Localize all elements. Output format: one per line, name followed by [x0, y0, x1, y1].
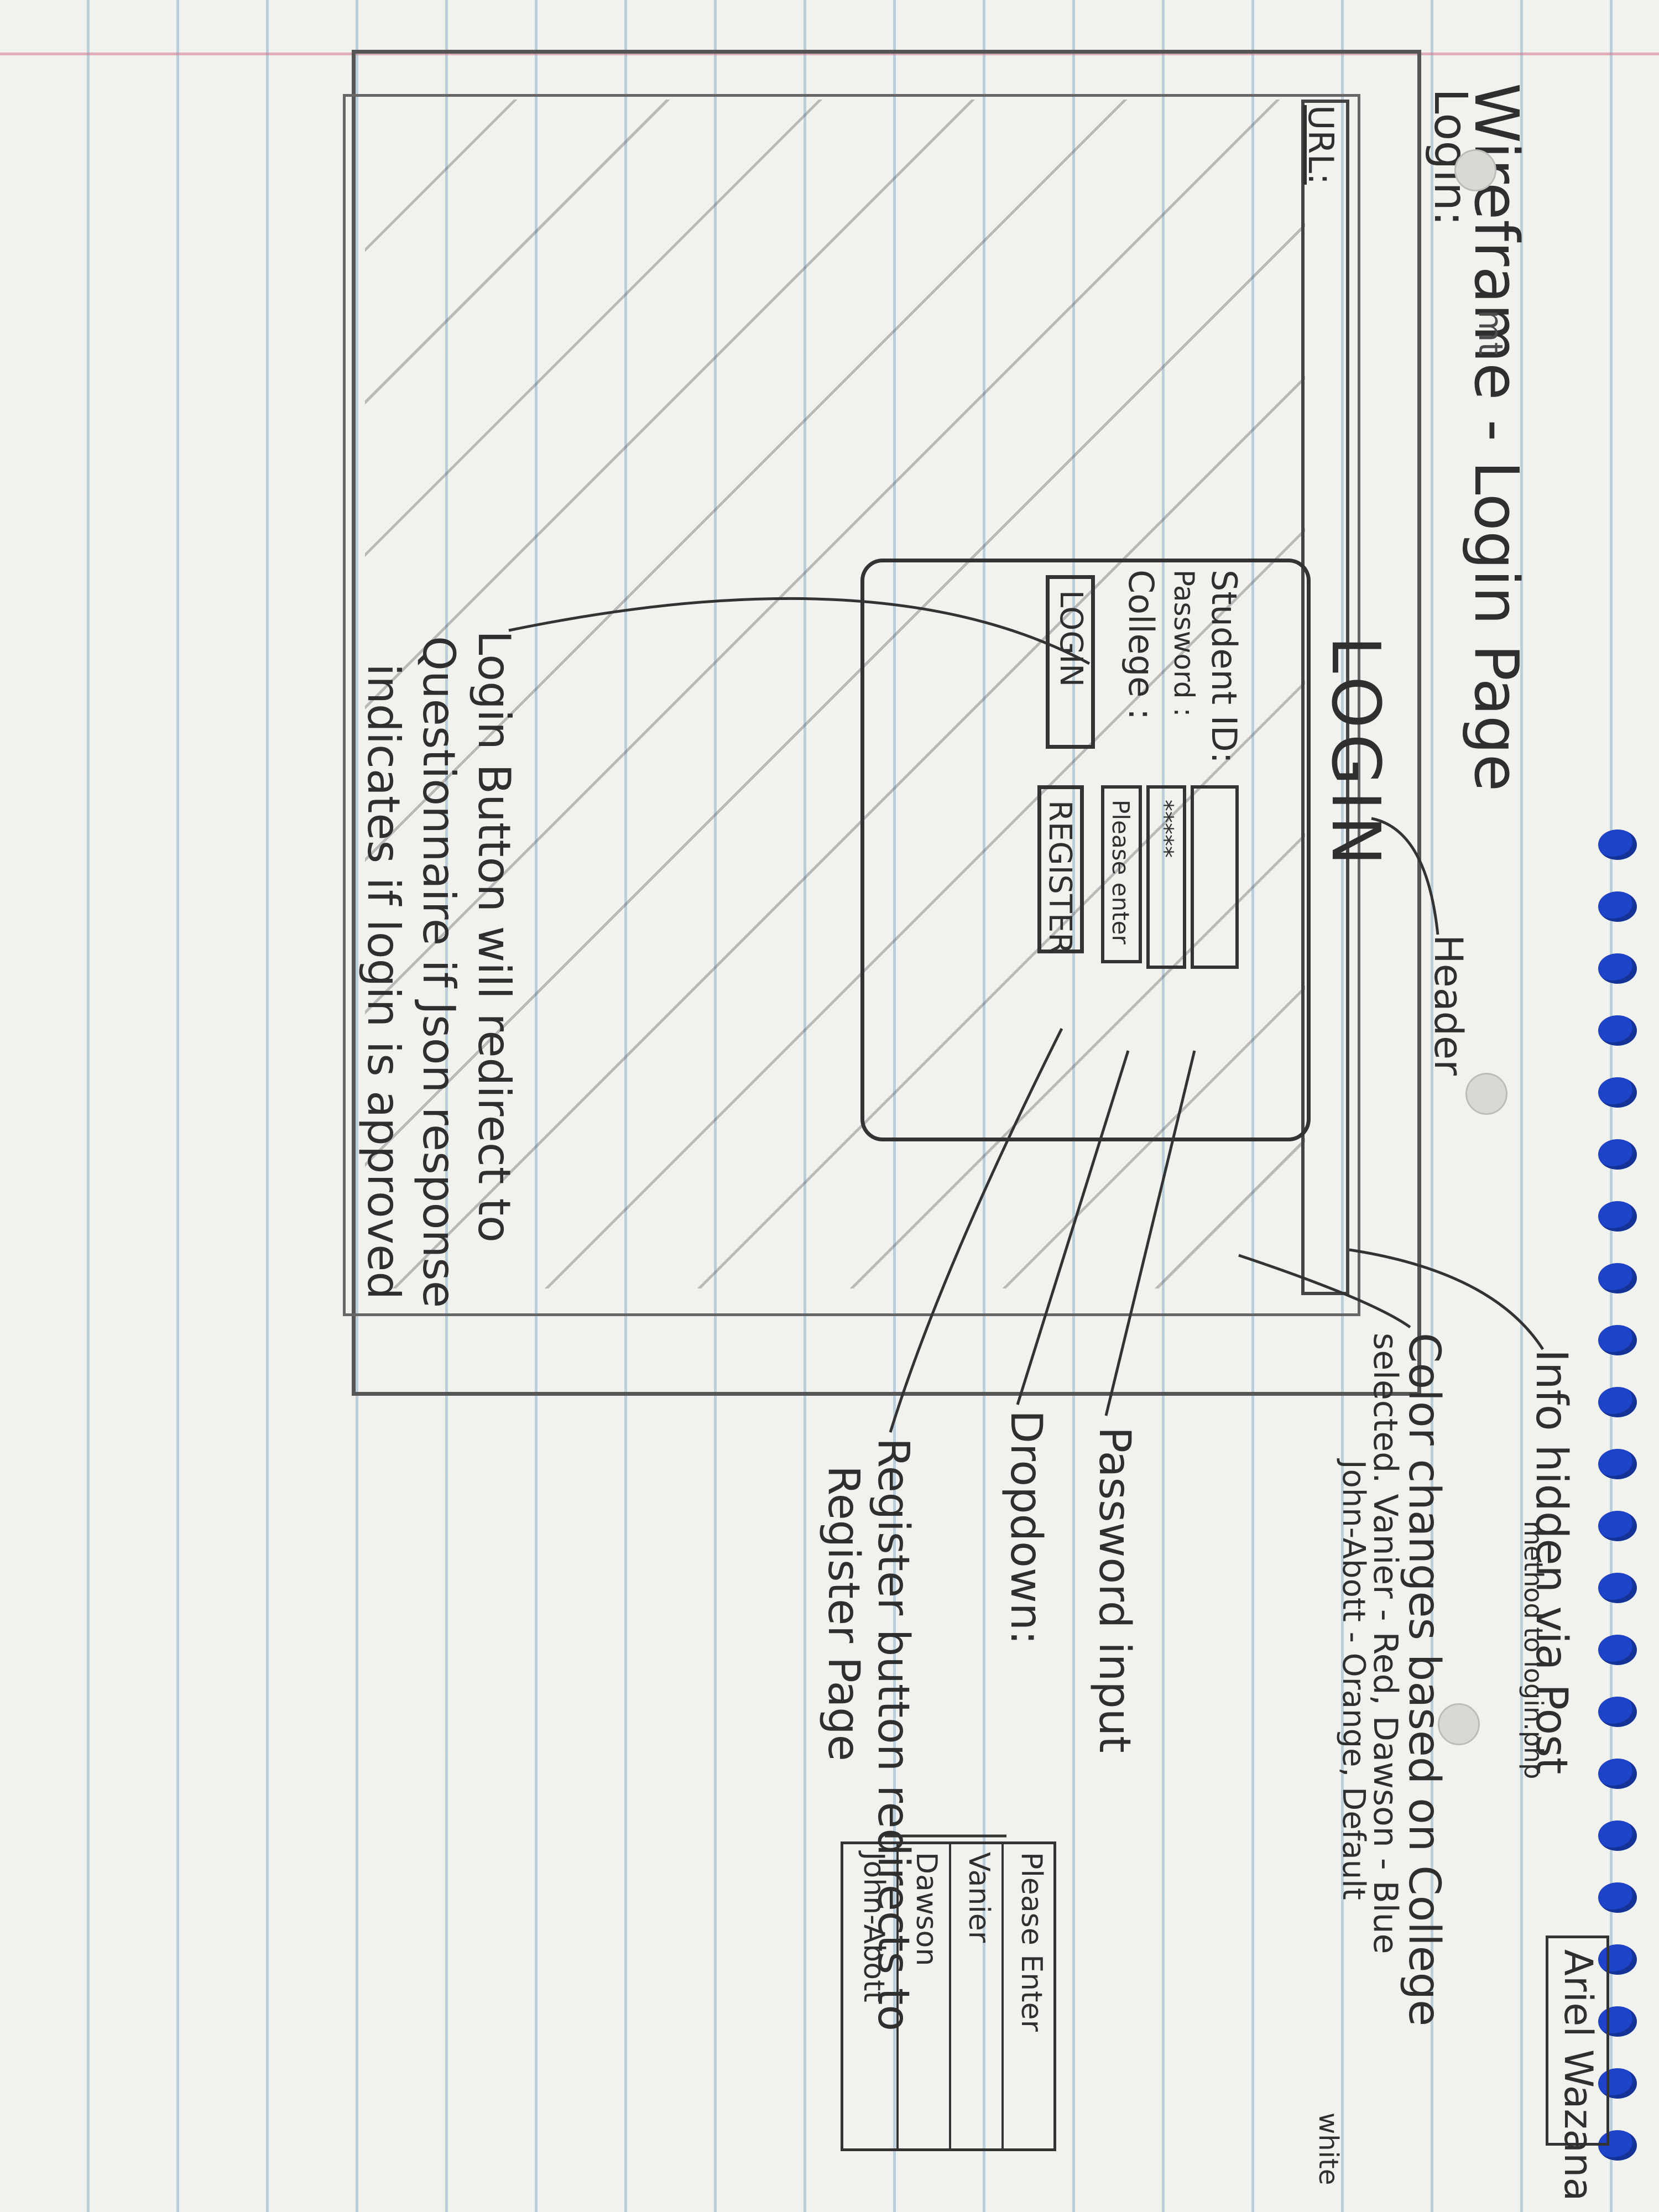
spiral-coil: [1598, 1325, 1637, 1355]
spiral-coil: [1598, 1759, 1637, 1789]
spiral-coil: [1598, 1944, 1637, 1975]
spiral-coil: [1598, 1573, 1637, 1603]
header-arrow: [1371, 817, 1439, 935]
spiral-coil: [1598, 1449, 1637, 1479]
password-arrow: [1104, 1050, 1196, 1416]
register-arrow: [889, 1027, 1063, 1433]
spiral-coil: [1598, 1015, 1637, 1046]
spiral-coil: [1598, 1697, 1637, 1727]
spiral-coil: [1598, 1201, 1637, 1232]
login-arrow: [508, 597, 1091, 665]
spiral-coil: [1598, 830, 1637, 860]
spiral-coil: [1598, 2006, 1637, 2037]
spiral-coil: [1598, 1077, 1637, 1108]
punch-hole: [1438, 1703, 1480, 1745]
spiral-coil: [1598, 891, 1637, 922]
spiral-coil: [1598, 953, 1637, 984]
spiral-coil: [1598, 1263, 1637, 1293]
spiral-coil: [1598, 1635, 1637, 1665]
spiral-coil: [1598, 1511, 1637, 1541]
spiral-coil: [1598, 1882, 1637, 1913]
spiral-coil: [1598, 2068, 1637, 2099]
spiral-coil: [1598, 1387, 1637, 1417]
spiral-coil: [1598, 1139, 1637, 1170]
spiral-coil: [1598, 1820, 1637, 1851]
punch-hole: [1465, 1073, 1507, 1115]
spiral-binding: [1576, 830, 1659, 2212]
spiral-coil: [1598, 2130, 1637, 2161]
punch-hole: [1454, 149, 1496, 191]
dropdown-arrow: [1016, 1050, 1130, 1405]
color-arrow: [1238, 1254, 1411, 1329]
margin-line: [0, 53, 1659, 55]
info-arrow: [1349, 1248, 1545, 1350]
